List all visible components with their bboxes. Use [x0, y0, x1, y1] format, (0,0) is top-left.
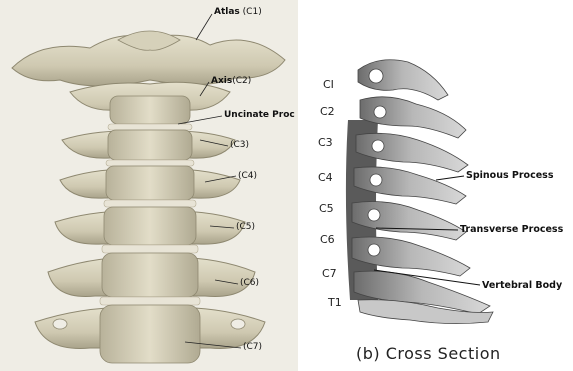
level-label-c2: C2	[320, 106, 335, 117]
spinous-process-label: Spinous Process	[466, 171, 553, 181]
cervical-spine-lateral-illustration	[298, 0, 573, 371]
c7-label: (C7)	[243, 343, 262, 352]
axis-name: Axis	[211, 76, 232, 86]
level-label-c7: C7	[322, 268, 337, 279]
axis-label: Axis(C2)	[211, 77, 251, 86]
c6-label: (C6)	[240, 279, 259, 288]
figure-caption: (b) Cross Section	[356, 344, 501, 363]
uncinate-process-label: Uncinate Proc	[224, 111, 295, 120]
transverse-process-label: Transverse Process	[460, 225, 563, 235]
atlas-name: Atlas	[214, 7, 240, 17]
cervical-spine-anterior-illustration	[0, 0, 298, 371]
c4-label: (C4)	[238, 172, 257, 181]
c5-label: (C5)	[236, 223, 255, 232]
atlas-code: (C1)	[243, 7, 262, 17]
level-label-c4: C4	[318, 172, 333, 183]
vertebral-body-label: Vertebral Body	[482, 281, 562, 291]
atlas-label: Atlas (C1)	[214, 8, 262, 17]
axis-code: (C2)	[232, 76, 251, 86]
level-label-c6: C6	[320, 234, 335, 245]
cross-section-panel: CI C2 C3 C4 C5 C6 C7 T1 Spinous Process …	[298, 0, 573, 371]
c3-label: (C3)	[230, 141, 249, 150]
level-label-c3: C3	[318, 137, 333, 148]
level-label-t1: T1	[328, 297, 342, 308]
level-label-c1: CI	[323, 79, 334, 90]
anterior-view-panel: Atlas (C1) Axis(C2) Uncinate Proc (C3) (…	[0, 0, 298, 371]
level-label-c5: C5	[319, 203, 334, 214]
